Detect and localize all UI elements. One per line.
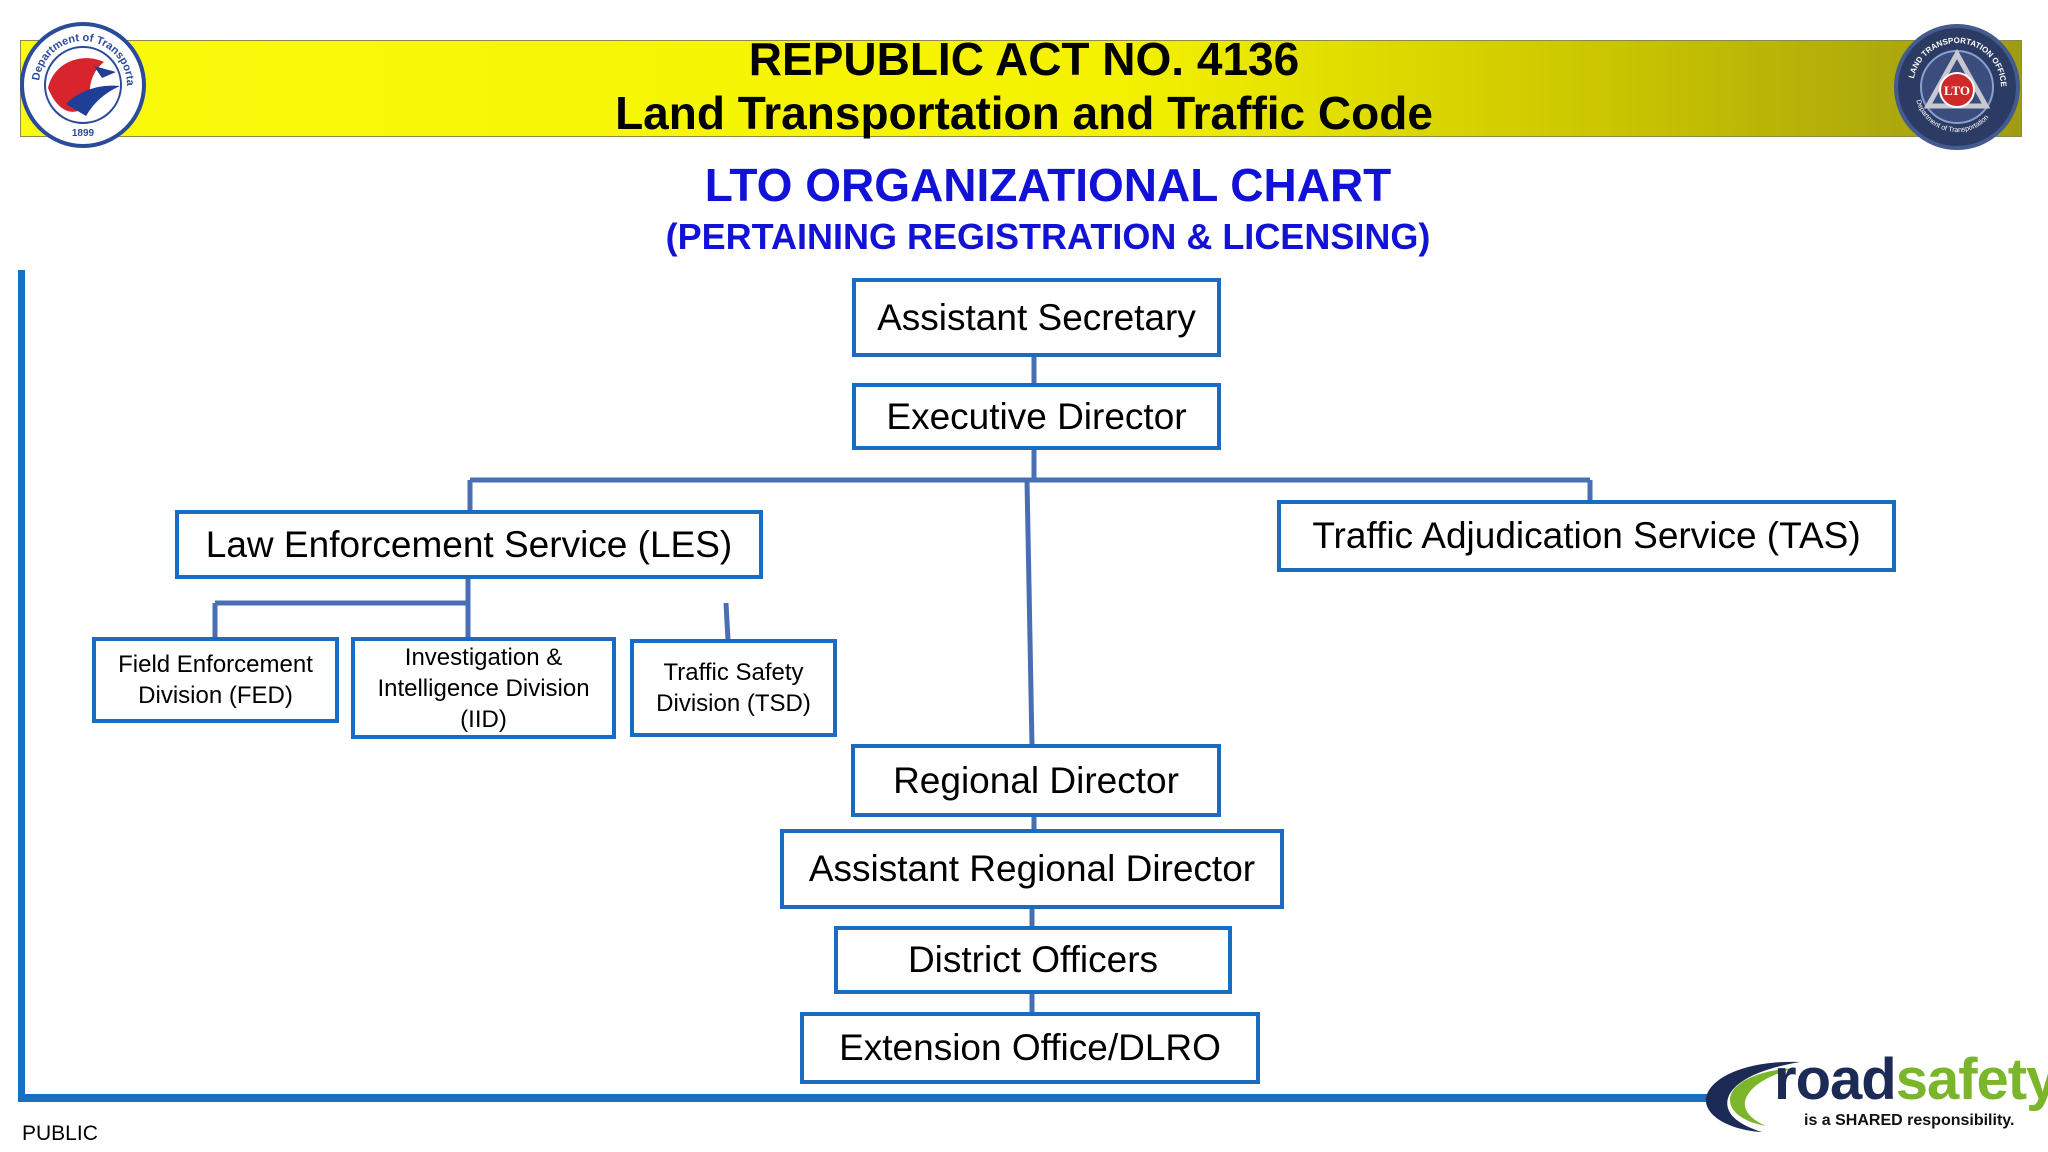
org-label-tsd-line1: Traffic Safety (663, 659, 804, 686)
org-box-assistant-secretary: Assistant Secretary (852, 278, 1221, 357)
header-title-line1: REPUBLIC ACT NO. 4136 (748, 33, 1300, 85)
org-box-extension-office: Extension Office/DLRO (800, 1012, 1260, 1084)
logo-safety-word: safety (1895, 1047, 2048, 1112)
org-label-executive-director: Executive Director (886, 395, 1187, 437)
org-box-assistant-regional-director: Assistant Regional Director (780, 829, 1284, 909)
dotr-year: 1899 (72, 128, 95, 139)
org-label-extension-office: Extension Office/DLRO (839, 1027, 1221, 1068)
chart-subtitle: (PERTAINING REGISTRATION & LICENSING) (665, 216, 1431, 257)
org-box-iid: Investigation & Intelligence Division (I… (351, 637, 616, 739)
org-box-fed: Field Enforcement Division (FED) (92, 637, 339, 723)
lto-seal-center: LTO (1944, 83, 1970, 98)
road-swoosh-icon (1705, 1061, 1800, 1132)
logo-road-word: road (1774, 1047, 1897, 1112)
org-label-iid-line3: (IID) (460, 705, 507, 733)
logo-tagline: is a SHARED responsibility. (1804, 1112, 2015, 1129)
lto-seal-icon: LTO LAND TRANSPORTATION OFFICE Departmen… (1894, 24, 2020, 150)
org-label-district-officers: District Officers (907, 939, 1159, 980)
org-box-les: Law Enforcement Service (LES) (175, 510, 763, 579)
roadsafety-wordmark: roadsafety (1774, 1048, 2048, 1112)
roadsafety-logo: roadsafety is a SHARED responsibility. (1700, 1048, 2048, 1136)
org-label-iid-line1: Investigation & (404, 643, 563, 671)
header-banner (20, 40, 2022, 137)
connector-to-regional (1024, 479, 1035, 747)
org-label-fed-line2: Division (FED) (138, 682, 293, 709)
header-title-line2: Land Transportation and Traffic Code (615, 87, 1433, 139)
org-box-regional-director: Regional Director (851, 744, 1221, 817)
org-label-regional-director: Regional Director (893, 759, 1179, 801)
org-box-executive-director: Executive Director (852, 383, 1221, 450)
org-box-tsd: Traffic Safety Division (TSD) (630, 639, 837, 737)
dotr-seal-icon: Department of Transportation 1899 (20, 22, 146, 148)
org-label-fed-line1: Field Enforcement (118, 651, 313, 678)
org-label-assistant-regional-director: Assistant Regional Director (808, 848, 1256, 889)
classification-label: PUBLIC (22, 1122, 98, 1145)
chart-title: LTO ORGANIZATIONAL CHART (704, 159, 1392, 211)
org-label-tas: Traffic Adjudication Service (TAS) (1312, 515, 1861, 556)
org-box-district-officers: District Officers (834, 926, 1232, 994)
org-label-tsd-line2: Division (TSD) (656, 690, 811, 717)
bottom-rule (18, 1094, 1708, 1102)
left-rule (18, 270, 25, 1100)
connector-to-tsd (723, 602, 731, 641)
org-label-iid-line2: Intelligence Division (377, 674, 590, 702)
org-box-tas: Traffic Adjudication Service (TAS) (1277, 500, 1896, 572)
org-label-assistant-secretary: Assistant Secretary (877, 296, 1196, 338)
org-label-les: Law Enforcement Service (LES) (205, 523, 733, 565)
